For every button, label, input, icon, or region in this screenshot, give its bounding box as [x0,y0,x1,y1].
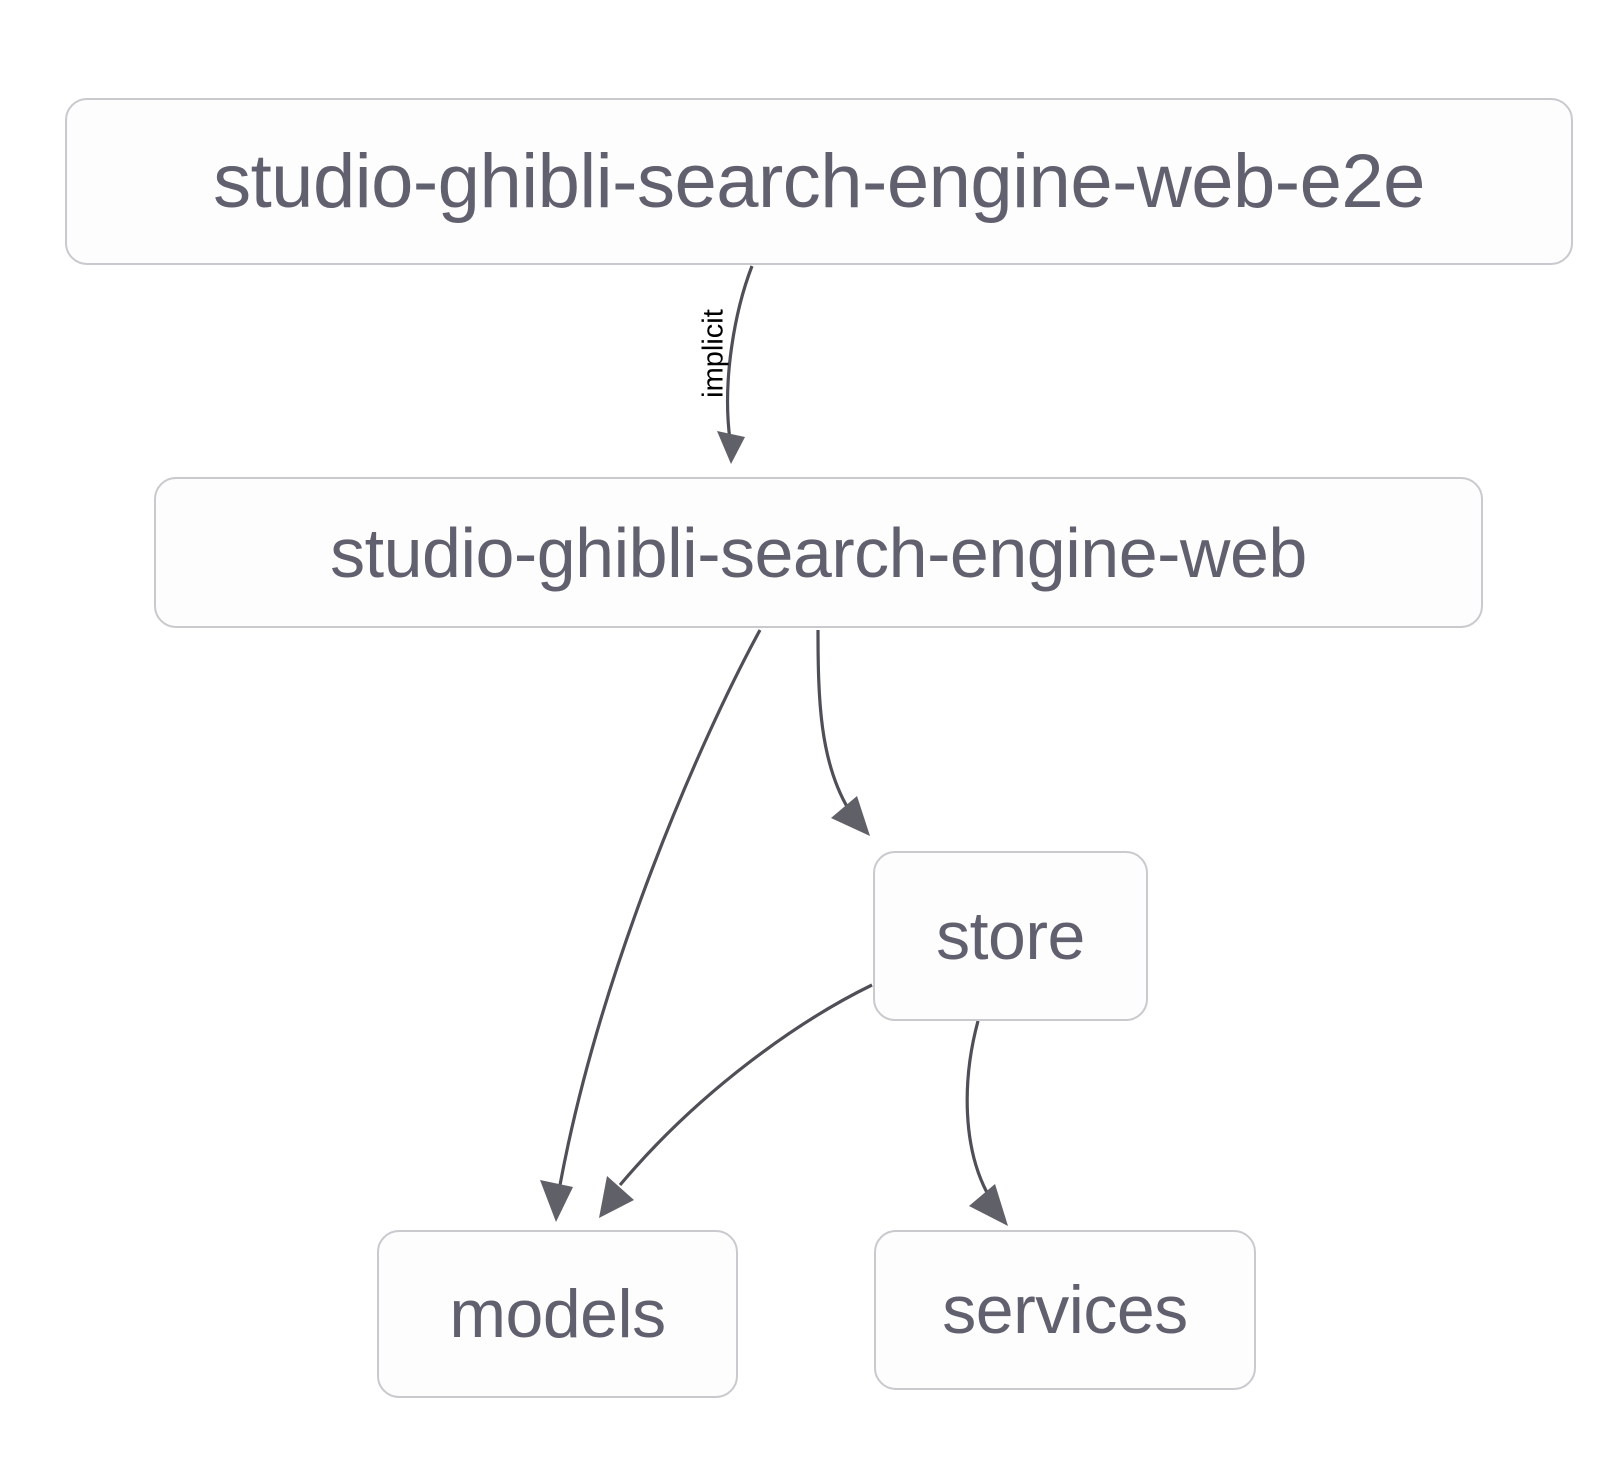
node-store[interactable]: store [873,851,1148,1021]
edge-path-web-models [558,629,762,1186]
edge-label-implicit: implicit [697,309,730,398]
edge-arrowhead-store-services [969,1184,1008,1226]
edge-path-store-services [965,1020,992,1199]
edge-path-web-store [816,629,851,811]
node-studio-ghibli-search-engine-web[interactable]: studio-ghibli-search-engine-web [154,477,1483,628]
node-services[interactable]: services [874,1230,1256,1390]
edge-store-to-models [599,983,873,1218]
edge-path-root-web [725,265,754,441]
edge-web-to-models [540,629,762,1222]
edge-arrowhead-store-models [599,1176,634,1218]
edge-web-to-store [816,629,870,836]
edge-arrowhead-web-models [540,1180,573,1222]
edge-path-store-models [618,983,873,1187]
edge-store-to-services [965,1020,1008,1226]
edge-arrowhead-web-store [831,796,870,836]
node-studio-ghibli-search-engine-web-e2e[interactable]: studio-ghibli-search-engine-web-e2e [65,98,1573,265]
edge-arrowhead-root-web [717,431,745,464]
node-models[interactable]: models [377,1230,738,1398]
